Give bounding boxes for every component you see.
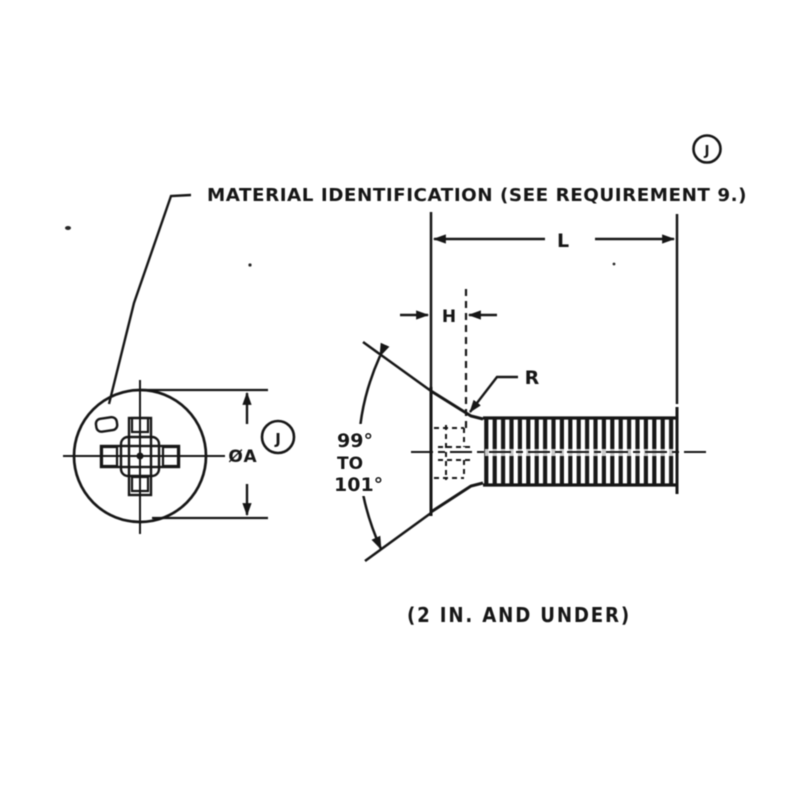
scan-artifacts bbox=[65, 226, 616, 267]
recess-wing-right bbox=[161, 445, 180, 468]
material-identification-label: MATERIAL IDENTIFICATION (SEE REQUIREMENT… bbox=[207, 186, 747, 206]
angle-value-line1: 99° bbox=[337, 430, 373, 452]
flag-head-dia: J bbox=[260, 419, 296, 455]
threaded-shank bbox=[483, 407, 679, 494]
flag-head-dia-letter: J bbox=[274, 430, 281, 448]
fillet-radius-label: R bbox=[525, 367, 540, 389]
flag-circle-icon bbox=[260, 419, 296, 455]
speck bbox=[65, 226, 71, 230]
material-id-mark bbox=[94, 415, 119, 433]
length-label: L bbox=[557, 230, 569, 252]
recess-wing-top bbox=[130, 416, 150, 434]
head-cone-top-edge bbox=[430, 389, 484, 421]
hidden-recess-lines bbox=[434, 425, 470, 480]
dimension-head-diameter: ØA bbox=[142, 388, 268, 520]
phillips-recess bbox=[99, 416, 181, 497]
head-diameter-label: ØA bbox=[228, 447, 257, 467]
angle-extension-bottom bbox=[364, 511, 432, 563]
flag-top-right-letter: J bbox=[703, 143, 709, 159]
material-id-leader-line bbox=[107, 193, 192, 405]
speck bbox=[248, 263, 252, 267]
recess-center-dot bbox=[136, 452, 144, 460]
speck bbox=[612, 262, 616, 266]
flag-top-right: J bbox=[692, 134, 722, 164]
angle-value-line3: 101° bbox=[334, 474, 383, 496]
angle-text-backing bbox=[329, 424, 389, 496]
plan-view: ØA J bbox=[63, 380, 296, 534]
angle-value-line2: TO bbox=[337, 454, 363, 474]
size-note: (2 IN. AND UNDER) bbox=[407, 603, 631, 627]
side-view: L H bbox=[329, 212, 706, 563]
head-cone-bottom-edge bbox=[430, 481, 484, 514]
dimension-head-height: H bbox=[400, 289, 497, 433]
dimension-length: L bbox=[429, 212, 679, 404]
flag-circle-icon bbox=[692, 134, 722, 164]
recess-wing-bottom bbox=[130, 475, 150, 493]
recess-wing-left bbox=[100, 445, 119, 468]
radius-leader-line bbox=[469, 375, 518, 413]
head-height-label: H bbox=[442, 307, 456, 327]
angle-extension-top bbox=[362, 340, 432, 393]
callout-fillet-radius: R bbox=[469, 367, 540, 413]
dimension-head-angle: 99° TO 101° bbox=[329, 340, 432, 563]
